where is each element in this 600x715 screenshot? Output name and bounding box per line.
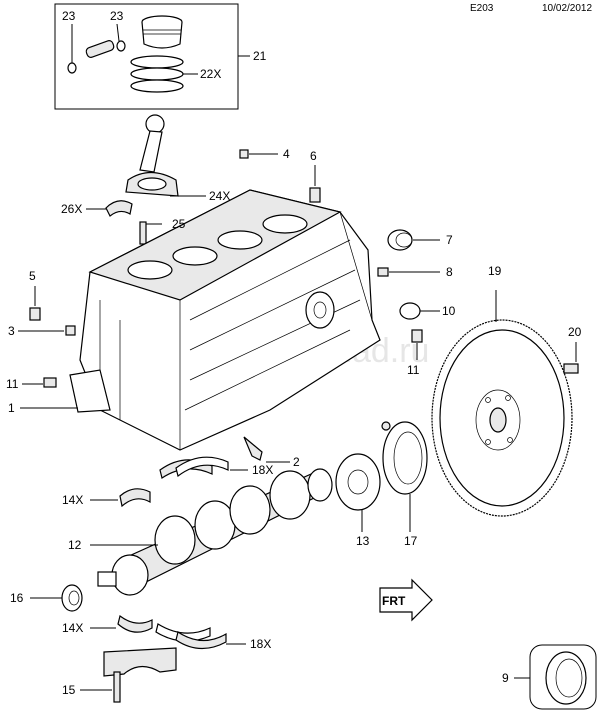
reluctor-ring bbox=[335, 453, 381, 532]
callout-3: 3 bbox=[8, 324, 15, 338]
plug-bolt-left bbox=[43, 377, 57, 388]
cylinder-block bbox=[69, 189, 381, 451]
piston-assembly-box bbox=[54, 3, 250, 110]
crankshaft bbox=[97, 468, 333, 596]
connecting-rod bbox=[125, 114, 206, 197]
callout-26x: 26X bbox=[61, 202, 82, 216]
plug-right-lower bbox=[411, 329, 423, 343]
flywheel-bolt bbox=[563, 342, 579, 374]
callout-15: 15 bbox=[62, 683, 76, 697]
rod-bearing-shell bbox=[105, 200, 133, 217]
callout-14x-lower: 14X bbox=[62, 621, 83, 635]
callout-12: 12 bbox=[68, 538, 82, 552]
plug-left bbox=[29, 307, 41, 321]
front-direction-marker: FRT bbox=[379, 578, 433, 622]
bearing-shells-lower bbox=[90, 614, 246, 650]
callout-1: 1 bbox=[8, 401, 15, 415]
callout-19: 19 bbox=[488, 264, 502, 278]
callout-20: 20 bbox=[568, 325, 582, 339]
callout-22x: 22X bbox=[200, 67, 221, 81]
rod-bolt bbox=[139, 221, 162, 245]
thrust-bearing-upper bbox=[119, 488, 151, 508]
callout-18x-upper: 18X bbox=[252, 463, 273, 477]
flywheel bbox=[431, 319, 573, 517]
expansion-plug bbox=[387, 229, 440, 251]
callout-7: 7 bbox=[446, 233, 453, 247]
callout-23b: 23 bbox=[110, 9, 124, 23]
callout-13: 13 bbox=[356, 534, 370, 548]
main-bearing-upper bbox=[159, 456, 248, 479]
callout-18x-lower: 18X bbox=[250, 637, 271, 651]
detail-box-9 bbox=[514, 644, 597, 710]
callout-21: 21 bbox=[253, 49, 267, 63]
dowel bbox=[309, 187, 321, 203]
main-bearing-cap bbox=[80, 647, 177, 703]
callout-4: 4 bbox=[283, 147, 290, 161]
callout-24x: 24X bbox=[209, 189, 230, 203]
callout-14x-upper: 14X bbox=[62, 493, 83, 507]
callout-5: 5 bbox=[29, 269, 36, 283]
front-oil-seal bbox=[30, 584, 83, 612]
seal-ring bbox=[399, 302, 440, 320]
callout-2: 2 bbox=[293, 455, 300, 469]
callout-23a: 23 bbox=[62, 9, 76, 23]
callout-8: 8 bbox=[446, 265, 453, 279]
callout-11b: 11 bbox=[407, 363, 420, 377]
callout-17: 17 bbox=[404, 534, 418, 548]
rear-oil-seal bbox=[381, 421, 428, 532]
callout-9: 9 bbox=[502, 671, 509, 685]
oil-jet bbox=[243, 436, 290, 463]
callout-16: 16 bbox=[10, 591, 24, 605]
callout-25: 25 bbox=[172, 217, 186, 231]
callout-11a: 11 bbox=[6, 377, 19, 391]
diagram-date: 10/02/2012 bbox=[542, 3, 592, 14]
front-label: FRT bbox=[382, 594, 406, 608]
diagram-code: E203 bbox=[470, 3, 494, 14]
callout-10: 10 bbox=[442, 304, 456, 318]
plug-right bbox=[377, 267, 389, 277]
callout-6: 6 bbox=[310, 149, 317, 163]
plug-small bbox=[65, 325, 76, 336]
plug bbox=[239, 149, 249, 159]
